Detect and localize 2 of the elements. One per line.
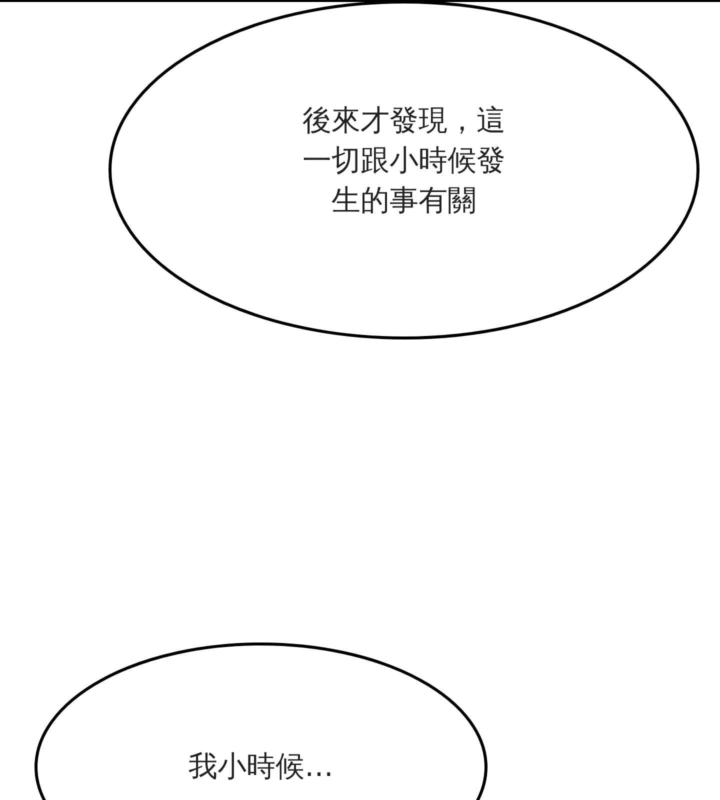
speech-text: 我小時候…	[188, 748, 334, 785]
speech-text: 後來才發現，這一切跟小時候發生的事有關	[302, 102, 506, 219]
